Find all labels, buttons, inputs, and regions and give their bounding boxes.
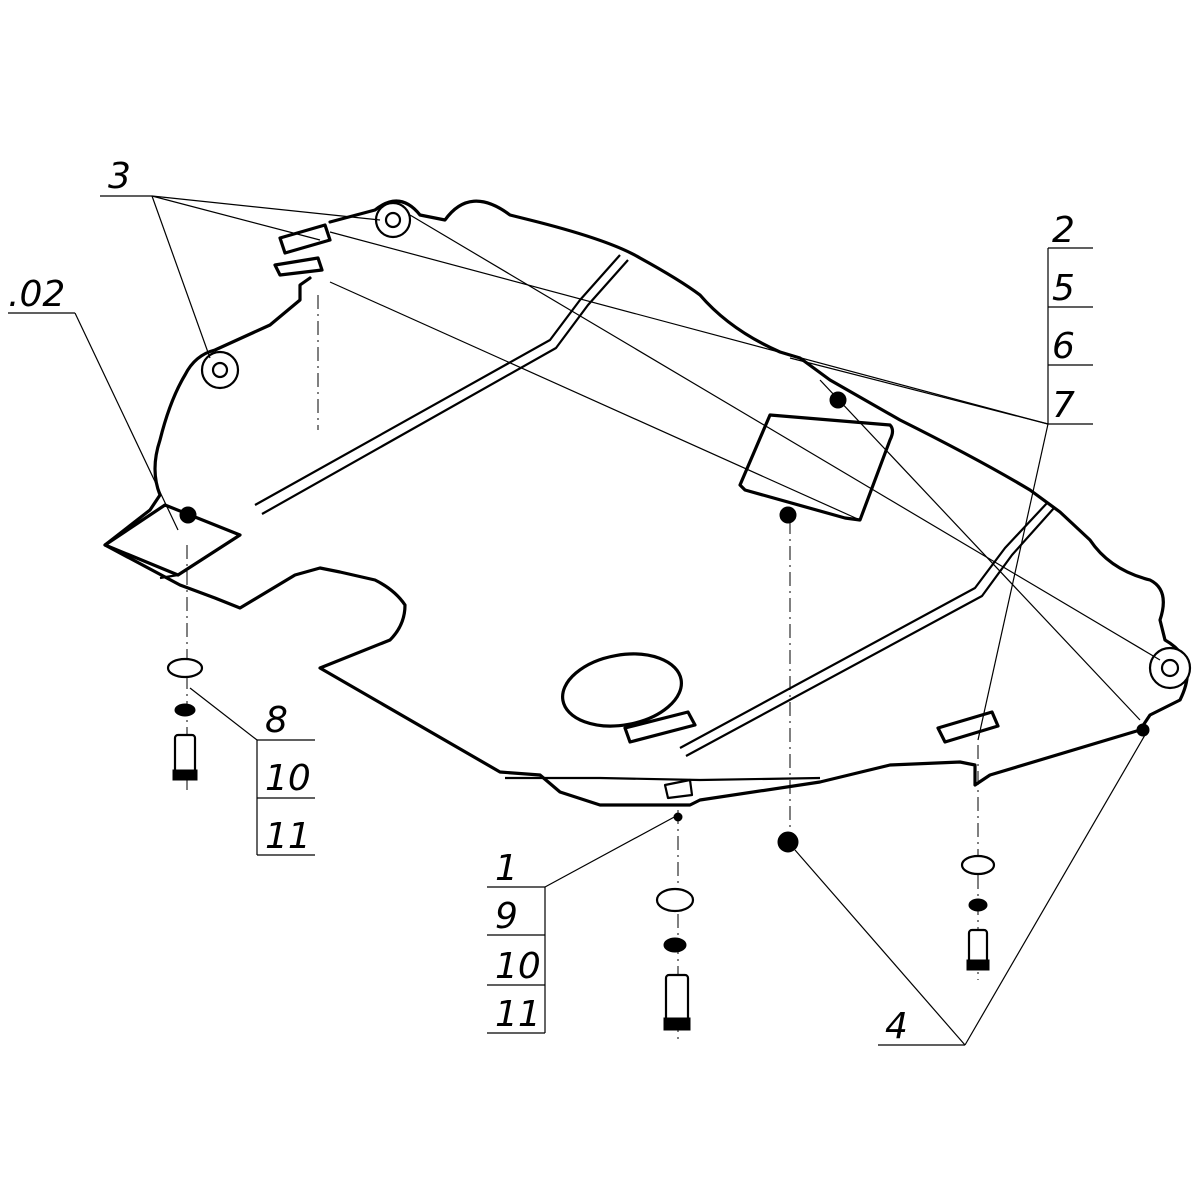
callout-1: 1 xyxy=(495,848,518,889)
callout-7: 7 xyxy=(1052,385,1075,426)
hardware-center xyxy=(655,812,695,1031)
callout-10-left: 10 xyxy=(265,758,311,799)
callout-5: 5 xyxy=(1052,268,1075,309)
rivet-center xyxy=(779,506,797,524)
slot-bottom-tab xyxy=(663,778,694,800)
leader-lines xyxy=(8,195,1161,1046)
bolt-center-head xyxy=(663,1017,691,1031)
lockwasher-left xyxy=(174,703,196,717)
front-bend-line xyxy=(254,254,621,506)
callout-9: 9 xyxy=(495,896,518,937)
left-bracket-fold xyxy=(159,573,296,610)
skid-plate xyxy=(103,199,1192,807)
boss-right-inner xyxy=(1160,658,1180,678)
bolt-center xyxy=(664,973,690,1025)
drain-hole xyxy=(560,652,684,728)
access-hatch xyxy=(738,413,895,522)
rivet-rear xyxy=(1136,723,1150,737)
callout-02: .02 xyxy=(8,274,65,315)
washer-right xyxy=(960,854,996,876)
callout-2: 2 xyxy=(1052,210,1075,251)
washer-left xyxy=(166,657,204,679)
lockwasher-center xyxy=(663,937,687,953)
boss-left-inner xyxy=(211,361,229,379)
rear-bend-line-2 xyxy=(685,507,1055,757)
washer-center xyxy=(655,887,695,913)
bolt-left xyxy=(173,733,197,775)
slot-front-left-2 xyxy=(273,256,324,277)
callout-11-center: 11 xyxy=(495,994,541,1035)
hardware-right xyxy=(777,831,996,971)
left-bracket xyxy=(103,503,242,577)
rear-bend-line xyxy=(679,501,1049,749)
front-bend-line-2 xyxy=(261,259,629,515)
callout-4: 4 xyxy=(885,1006,908,1047)
slot-bottom-center xyxy=(623,710,697,744)
bolt-left-head xyxy=(172,769,198,781)
callout-10-center: 10 xyxy=(495,946,541,987)
rivet-left-bracket xyxy=(179,506,197,524)
callout-6: 6 xyxy=(1052,326,1075,367)
slot-front-left xyxy=(278,223,332,255)
bottom-lip xyxy=(505,776,821,782)
callout-8: 8 xyxy=(265,700,288,741)
slot-rear-right xyxy=(936,710,1000,744)
boss-top-left-inner xyxy=(384,211,402,229)
hardware-left xyxy=(166,657,204,781)
bolt-right-head xyxy=(966,959,990,971)
clip-4 xyxy=(777,831,799,853)
callout-11-left: 11 xyxy=(265,816,311,857)
lockwasher-right xyxy=(968,898,988,912)
callout-labels: 3 .02 2 5 6 7 8 10 11 1 9 10 11 4 xyxy=(8,156,1075,1047)
callout-3: 3 xyxy=(108,156,131,197)
